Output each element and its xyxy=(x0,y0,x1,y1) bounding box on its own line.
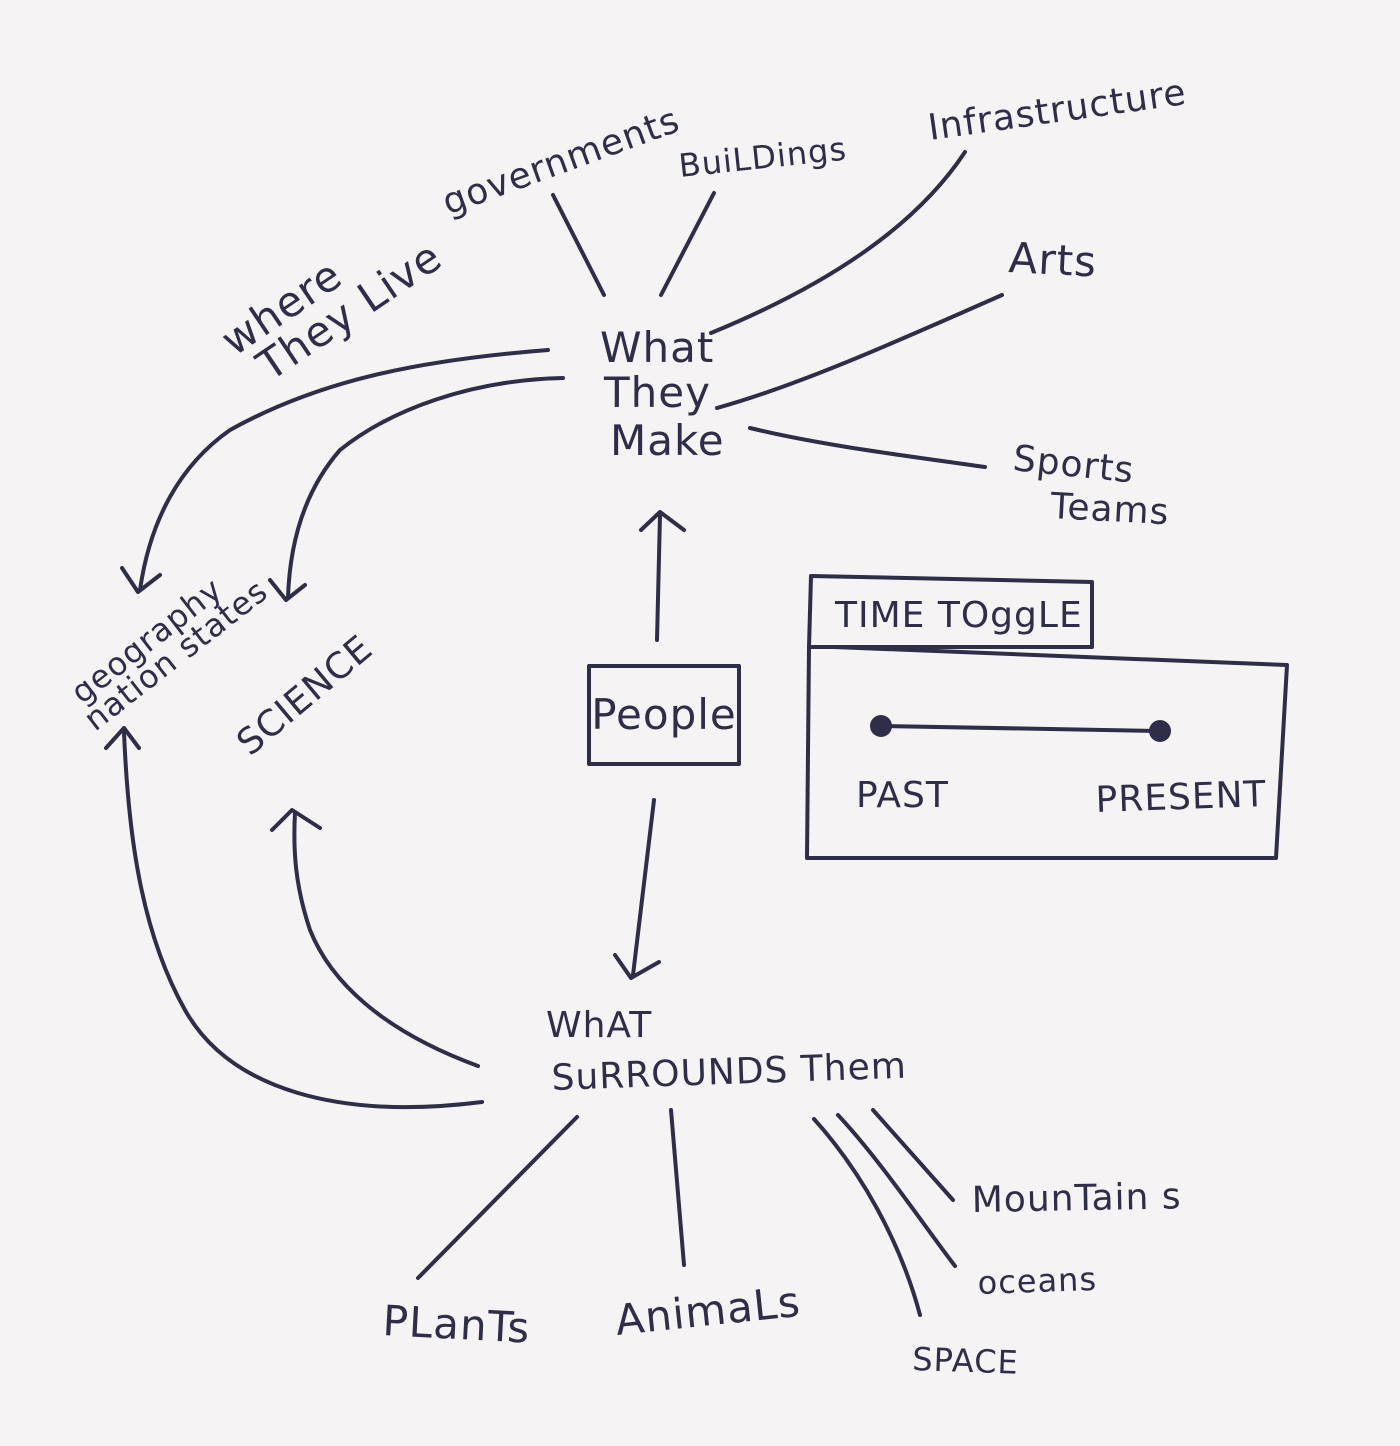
arrowhead-people-to-surrounds xyxy=(613,953,661,980)
plants-label: PLanTs xyxy=(381,1296,531,1353)
mountains-label: MounTain s xyxy=(971,1176,1182,1221)
arrowhead-make-to-geography xyxy=(120,566,162,594)
people-label: People xyxy=(591,690,737,739)
arrowhead-surrounds-to-science xyxy=(270,808,322,832)
time-toggle-tab[interactable] xyxy=(807,574,1094,649)
time-toggle-past-label: PAST xyxy=(856,775,949,816)
arrowhead-people-to-make xyxy=(639,510,686,532)
arrow-surrounds-to-science xyxy=(292,810,480,1068)
sports-label-line2: Teams xyxy=(1049,486,1171,533)
arrow-people-to-surrounds xyxy=(631,798,656,977)
buildings-label: BuiLDings xyxy=(677,130,849,185)
oceans-label: oceans xyxy=(977,1260,1098,1302)
time-toggle-present-label: PRESENT xyxy=(1095,774,1267,821)
arrow-make-to-science xyxy=(286,376,565,599)
make-label-line2: They xyxy=(603,368,711,417)
science-label: SCIENCE xyxy=(229,628,380,764)
connector-arts xyxy=(715,293,1004,410)
surrounds-label-line2: SuRROUNDS Them xyxy=(551,1046,908,1099)
connector-sports-teams xyxy=(748,426,987,469)
surrounds-label-line1: WhAT xyxy=(546,1005,652,1046)
connector-oceans xyxy=(836,1113,957,1268)
arrowhead-make-to-science xyxy=(268,578,307,602)
connector-plants xyxy=(416,1115,579,1280)
people-box xyxy=(587,664,741,766)
time-slider-present-handle[interactable] xyxy=(1149,720,1171,742)
time-slider-past-handle[interactable] xyxy=(870,715,892,737)
connector-space xyxy=(812,1117,922,1317)
arrow-people-to-make xyxy=(655,513,662,642)
arts-label: Arts xyxy=(1007,233,1098,287)
connector-mountains xyxy=(871,1108,955,1202)
time-toggle-widget[interactable]: TIME TOggLE PAST PRESENT xyxy=(805,574,1289,860)
governments-label: governments xyxy=(437,100,685,224)
arrow-make-to-geography xyxy=(138,348,550,592)
make-label-line1: What xyxy=(600,323,714,372)
connector-buildings xyxy=(659,191,716,297)
connector-animals xyxy=(669,1108,686,1267)
time-toggle-tab-label: TIME TOggLE xyxy=(834,595,1083,636)
make-label-line3: Make xyxy=(610,416,725,465)
infrastructure-label: Infrastructure xyxy=(926,72,1190,149)
time-toggle-panel xyxy=(805,644,1289,860)
arrow-surrounds-to-geography xyxy=(122,730,484,1109)
sports-label-line1: Sports xyxy=(1011,438,1136,491)
arrowhead-surrounds-to-geography xyxy=(104,726,141,750)
animals-label: AnimaLs xyxy=(613,1277,803,1345)
connector-infrastructure xyxy=(709,150,967,335)
connector-governments xyxy=(551,193,606,297)
space-label: SPACE xyxy=(912,1340,1020,1382)
time-slider-track[interactable] xyxy=(879,724,1162,733)
